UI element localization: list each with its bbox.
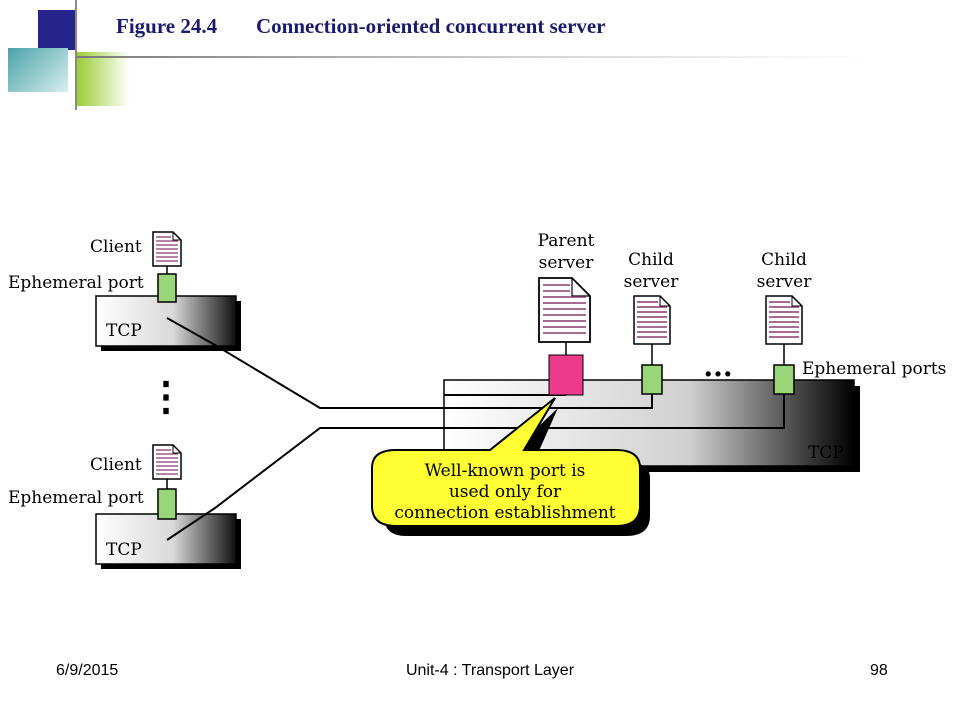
ephemeral-port-top (157, 273, 177, 303)
client-top: TCP Client Ephemeral port (8, 231, 241, 351)
parent-server: Parent server (538, 231, 595, 396)
client-document-bottom-icon (152, 444, 182, 480)
footer-date: 6/9/2015 (56, 662, 119, 679)
child-server-1-document-icon (633, 295, 671, 345)
corner-decoration-blue (38, 10, 76, 50)
tcp-box-bottom (95, 513, 237, 565)
ephemeral-ports-label: Ephemeral ports (802, 359, 946, 379)
client-ellipsis: ⋮ (146, 373, 186, 420)
callout-text-line2: used only for (449, 482, 562, 502)
client-bottom: TCP Client Ephemeral port (8, 444, 241, 569)
child-server-2-label-line1: Child (761, 250, 807, 270)
child-server-1-ephemeral-port (641, 364, 663, 395)
well-known-port-callout: Well-known port is used only for connect… (371, 397, 650, 536)
child-server-2-document-icon (765, 295, 803, 345)
title-underline (76, 56, 876, 58)
child-server-2-ephemeral-port (773, 364, 795, 395)
tcp-label-top: TCP (106, 321, 142, 341)
child-server-2: Child server (757, 250, 813, 395)
parent-server-label-line2: server (539, 253, 595, 273)
tcp-label-bottom: TCP (106, 540, 142, 560)
child-server-2-label-line2: server (757, 272, 813, 292)
child-server-1-label-line2: server (624, 272, 680, 292)
callout-text-line1: Well-known port is (425, 461, 586, 481)
server-ellipsis: ... (703, 350, 732, 383)
footer-page-number: 98 (870, 662, 888, 679)
figure-number: Figure 24.4 (116, 14, 218, 38)
footer-unit-title: Unit-4 : Transport Layer (405, 662, 575, 679)
child-server-1-label-line1: Child (628, 250, 674, 270)
child-server-1: Child server (624, 250, 680, 395)
server-tcp-label: TCP (808, 443, 844, 463)
parent-server-document-icon (538, 277, 591, 343)
slide-title: Figure 24.4 Connection-oriented concurren… (116, 14, 606, 39)
corner-decoration-vline (75, 0, 77, 110)
client-document-top-icon (152, 231, 182, 267)
ephemeral-port-label-top: Ephemeral port (8, 273, 144, 293)
client-label-top: Client (90, 237, 142, 257)
well-known-port (548, 354, 584, 396)
corner-decoration-teal (8, 48, 68, 92)
ephemeral-port-bottom (157, 488, 177, 520)
parent-server-label-line1: Parent (538, 231, 595, 251)
corner-decoration-green (76, 52, 130, 106)
figure-caption: Connection-oriented concurrent server (256, 14, 606, 38)
client-label-bottom: Client (90, 455, 142, 475)
tcp-box-top (95, 295, 237, 347)
callout-bubble (371, 397, 641, 527)
callout-text-line3: connection establishment (394, 503, 615, 523)
ephemeral-port-label-bottom: Ephemeral port (8, 488, 144, 508)
connection-lines (166, 317, 785, 541)
